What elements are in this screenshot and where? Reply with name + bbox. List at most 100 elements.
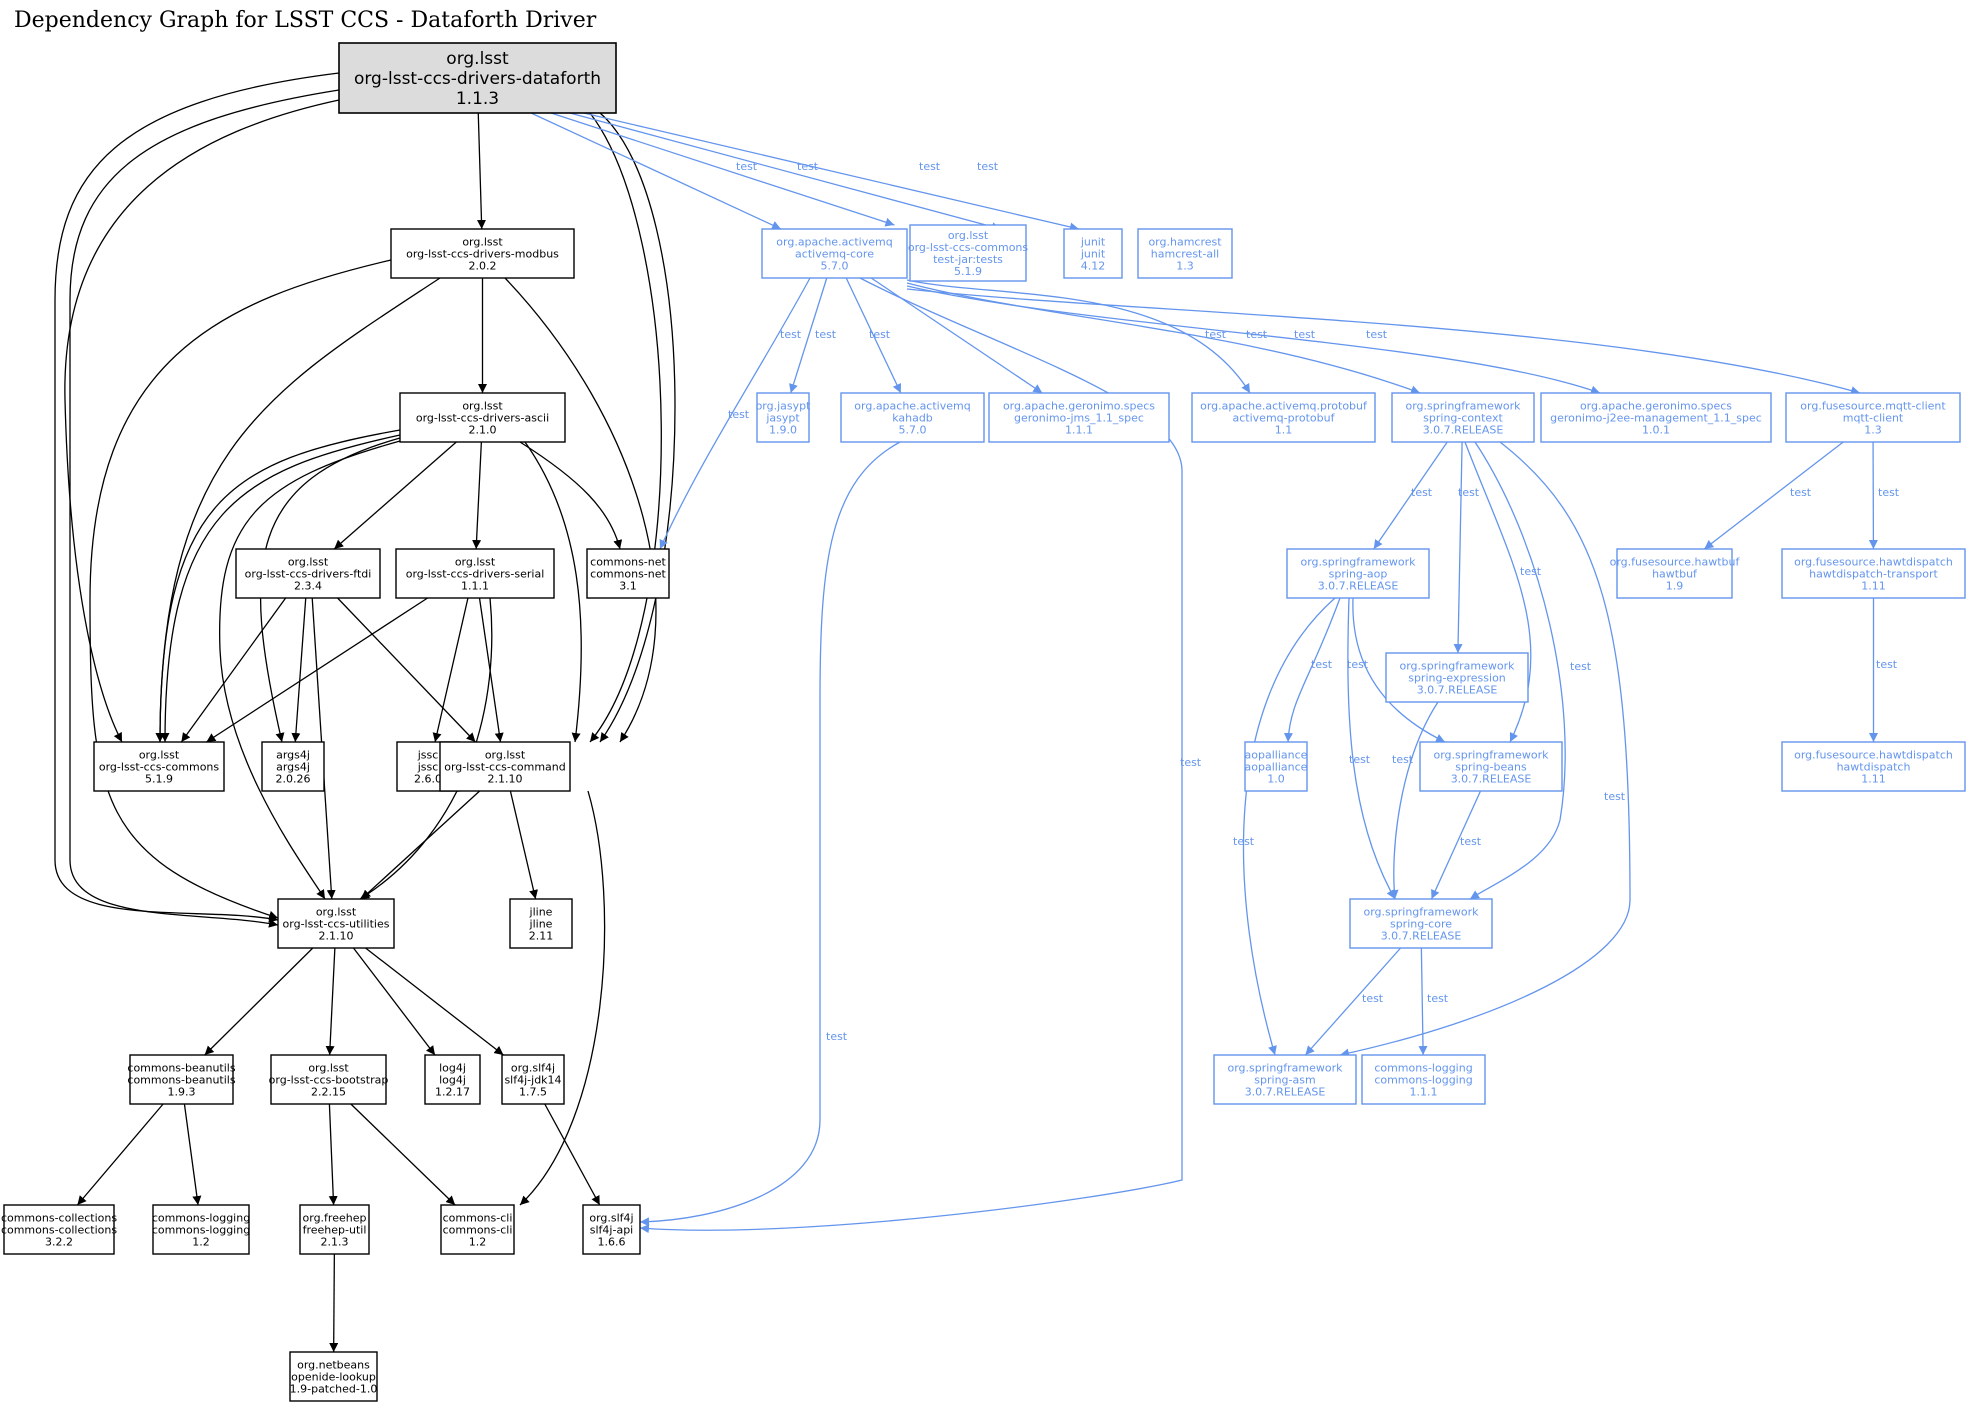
node-box [439,741,571,792]
edge-beanutils-to-collections [76,1103,164,1206]
node-group-id: org.lsst [485,749,526,762]
node-hawttransport[interactable]: org.fusesource.hawtdispatchhawtdispatch-… [1781,548,1966,599]
edge-bootstrap-to-freehep [328,1103,338,1206]
node-box [1137,228,1233,279]
node-dataforth[interactable]: org.lsstorg-lsst-ccs-drivers-dataforth1.… [338,42,617,114]
node-version: 1.1.1 [461,580,489,593]
edge-utilities-to-log4j [352,947,436,1056]
edge-amqcore-to-springctx [906,282,1421,395]
node-version: 1.3 [1176,260,1194,273]
edge-dataforth-to-modbus [476,112,486,230]
edge-springaop-to-aopalliance [1283,597,1341,743]
node-group-id: org.lsst [455,556,496,569]
node-version: 2.0.26 [276,773,311,786]
edge-label: test [1458,486,1480,499]
node-version: 1.11 [1861,580,1886,593]
node-box [586,548,670,599]
node-box [338,42,617,114]
node-version: 2.11 [529,930,554,943]
node-version: 5.7.0 [899,424,927,437]
edge-dataforth-to-utilities [54,72,340,923]
node-group-id: org.fusesource.hawtdispatch [1794,556,1953,569]
edge-ascii-to-utilities [218,440,401,900]
node-jms[interactable]: org.apache.geronimo.specsgeronimo-jms_1.… [988,392,1170,443]
edge-beanutils-to-logging12 [183,1103,202,1206]
edge-label: test [1876,658,1898,671]
node-group-id: org.springframework [1433,749,1549,762]
node-group-id: org.springframework [1300,556,1416,569]
node-commonstests[interactable]: org.lsstorg-lsst-ccs-commonstest-jar:tes… [908,224,1029,282]
edge-utilities-to-bootstrap [325,947,336,1056]
node-version: 1.2.17 [435,1086,470,1099]
node-artifact-id: hawtbuf [1652,568,1698,581]
node-collections[interactable]: commons-collectionscommons-collections3.… [1,1204,117,1255]
node-openide[interactable]: org.netbeansopenide-lookup1.9-patched-1.… [289,1351,378,1402]
node-version: 2.2.15 [311,1086,346,1099]
node-springaop[interactable]: org.springframeworkspring-aop3.0.7.RELEA… [1286,548,1430,599]
node-box [399,392,566,443]
node-version: 1.7.5 [519,1086,547,1099]
node-box [1244,741,1308,792]
node-springexpr[interactable]: org.springframeworkspring-expression3.0.… [1385,652,1529,703]
node-version: 2.6.0 [414,773,442,786]
node-group-id: org.apache.activemq [776,236,892,249]
node-springasm[interactable]: org.springframeworkspring-asm3.0.7.RELEA… [1213,1054,1357,1105]
node-springcore[interactable]: org.springframeworkspring-core3.0.7.RELE… [1349,898,1493,949]
node-artifact-id: spring-asm [1254,1074,1315,1087]
node-box [277,898,395,949]
node-group-id: commons-cli [443,1212,513,1225]
edge-serial-to-jssc [432,597,469,743]
node-version: 1.9-patched-1.0 [290,1383,378,1396]
node-springbeans[interactable]: org.springframeworkspring-beans3.0.7.REL… [1419,741,1563,792]
edge-springctx-to-springcore [1469,441,1566,900]
node-version: 3.0.7.RELEASE [1417,684,1498,697]
node-artifact-id: org-lsst-ccs-commons [99,761,220,774]
node-j2ee[interactable]: org.apache.geronimo.specsgeronimo-j2ee-m… [1540,392,1772,443]
node-springctx[interactable]: org.springframeworkspring-context3.0.7.R… [1391,392,1535,443]
node-artifact-id: commons-logging [152,1224,250,1237]
node-box [93,741,225,792]
node-hawtdispatch[interactable]: org.fusesource.hawtdispatchhawtdispatch1… [1781,741,1966,792]
node-group-id: org.apache.geronimo.specs [1003,400,1155,413]
edge-ascii-to-commonsnet [519,441,623,550]
edge-label: test [1362,992,1384,1005]
node-group-id: commons-beanutils [127,1062,235,1075]
node-protobuf[interactable]: org.apache.activemq.protobufactivemq-pro… [1191,392,1376,443]
node-box [509,898,573,949]
edge-ftdi-to-command [337,597,476,743]
edge-label: test [1790,486,1812,499]
node-box [1385,652,1529,703]
edge-command-to-utilities [360,790,481,900]
edge-label: test [1294,328,1316,341]
node-artifact-id: org-lsst-ccs-bootstrap [269,1074,389,1087]
node-group-id: org.lsst [139,749,180,762]
node-group-id: jssc [417,749,439,762]
